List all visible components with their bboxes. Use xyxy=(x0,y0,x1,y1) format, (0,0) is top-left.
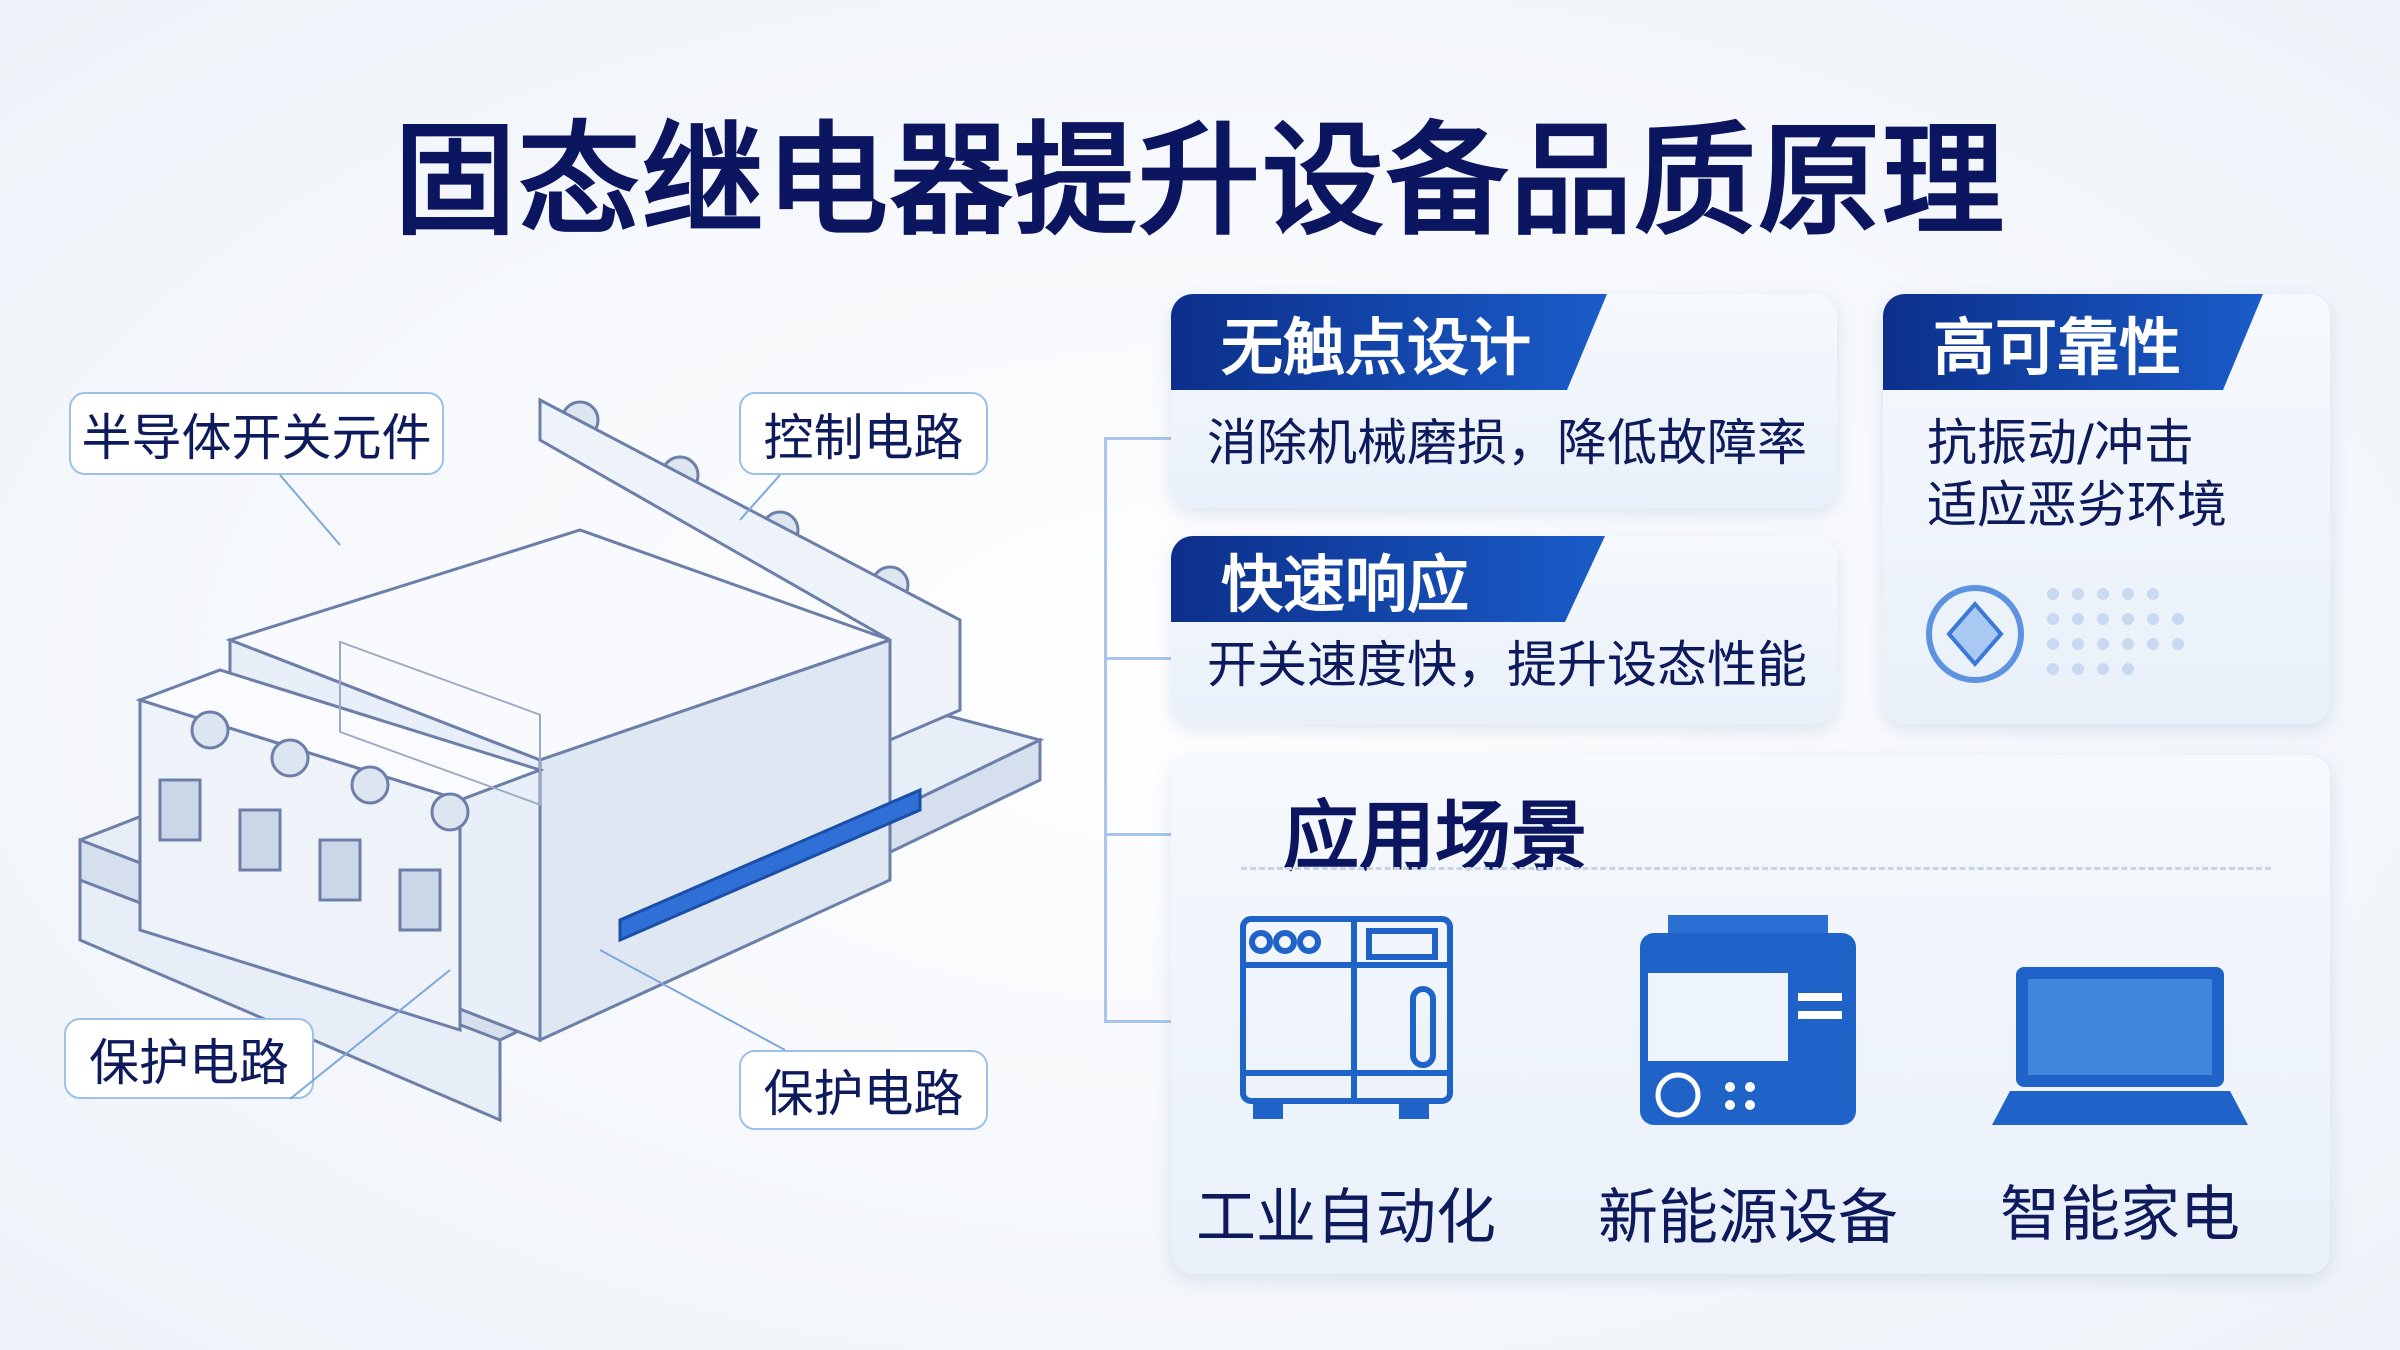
feature-desc: 消除机械磨损，降低故障率 xyxy=(1207,414,1807,472)
feature-card-high-reliability: 高可靠性 抗振动/冲击 适应恶劣环境 xyxy=(1883,294,2330,724)
app-item-industrial: 工业自动化 xyxy=(1181,915,1511,1256)
feature-desc-line: 适应恶劣环境 xyxy=(1927,476,2227,534)
solid-state-relay-illustration xyxy=(78,397,1045,1123)
feature-card-fast-response: 快速响应 开关速度快，提升设态性能 xyxy=(1171,536,1837,724)
page-title: 固态继电器提升设备品质原理 xyxy=(394,110,2006,252)
feature-card-contactless: 无触点设计 消除机械磨损，降低故障率 xyxy=(1171,294,1837,508)
app-label: 工业自动化 xyxy=(1196,1183,1496,1253)
callout-control-circuit: 控制电路 xyxy=(739,392,988,475)
laptop-icon xyxy=(1992,967,2248,1125)
callout-protection-circuit-left: 保护电路 xyxy=(64,1018,314,1099)
applications-panel: 应用场景 工业自动化 新能源设备 智能家电 xyxy=(1171,755,2330,1274)
connector-branch xyxy=(1104,1020,1171,1023)
connector-trunk xyxy=(1104,437,1107,1022)
feature-title: 高可靠性 xyxy=(1883,294,2263,390)
callout-semiconductor-switch: 半导体开关元件 xyxy=(69,392,444,475)
feature-title: 无触点设计 xyxy=(1171,294,1607,390)
callout-protection-circuit-right: 保护电路 xyxy=(739,1050,988,1130)
app-label: 新能源设备 xyxy=(1598,1183,1898,1253)
feature-desc-line: 抗振动/冲击 xyxy=(1927,414,2194,472)
applications-title: 应用场景 xyxy=(1283,792,1587,881)
shield-diamond-icon xyxy=(1926,585,2184,683)
energy-device-icon xyxy=(1640,915,1856,1125)
divider xyxy=(1241,867,2271,870)
callout-leader-lines xyxy=(279,474,786,1100)
feature-title: 快速响应 xyxy=(1171,536,1605,622)
feature-desc: 抗振动/冲击 适应恶劣环境 xyxy=(1927,412,2227,536)
app-item-new-energy: 新能源设备 xyxy=(1583,915,1913,1256)
connector-branch xyxy=(1104,657,1171,660)
app-label: 智能家电 xyxy=(2000,1180,2240,1250)
connector-branch xyxy=(1104,437,1171,440)
feature-desc: 开关速度快，提升设态性能 xyxy=(1207,636,1807,694)
industrial-machine-icon xyxy=(1239,916,1453,1119)
app-item-smart-appliance: 智能家电 xyxy=(1955,965,2285,1253)
connector-branch xyxy=(1104,833,1204,836)
